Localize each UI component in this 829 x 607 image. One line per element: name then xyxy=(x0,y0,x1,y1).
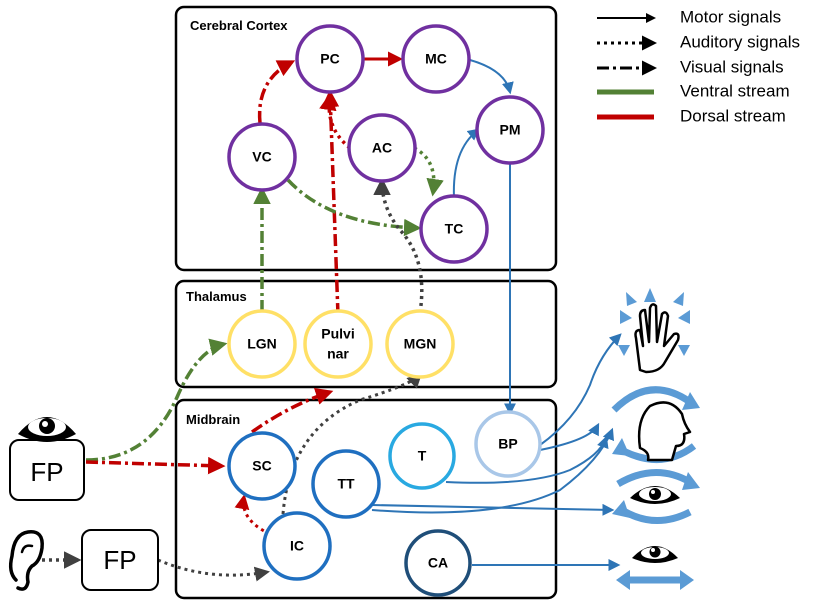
legend-motor-label: Motor signals xyxy=(680,7,781,26)
thalamus-label: Thalamus xyxy=(186,289,247,304)
tt-to-head-motor xyxy=(371,427,615,514)
head-rotation-icon xyxy=(611,386,700,463)
ear-icon xyxy=(8,530,44,591)
node-pc-label: PC xyxy=(320,51,339,67)
node-ic-label: IC xyxy=(290,538,304,554)
auditory-fp-box xyxy=(81,529,159,591)
hand-icon xyxy=(618,288,690,374)
ear-fp-to-ic-auditory xyxy=(157,558,270,582)
node-sc-label: SC xyxy=(252,458,271,474)
node-t-label: T xyxy=(418,448,427,464)
legend-ventral-label: Ventral stream xyxy=(680,81,790,100)
legend-motor: Motor signals xyxy=(597,7,781,26)
legend-dorsal-label: Dorsal stream xyxy=(680,106,786,125)
node-ca-label: CA xyxy=(428,555,448,571)
bp-to-hand-motor xyxy=(539,333,622,446)
node-tt-label: TT xyxy=(337,476,355,492)
legend-ventral: Ventral stream xyxy=(597,81,790,100)
node-sc: SC xyxy=(227,431,297,501)
node-vc: VC xyxy=(227,122,297,192)
midbrain-label: Midbrain xyxy=(186,412,240,427)
node-ac-label: AC xyxy=(372,140,392,156)
legend-auditory-label: Auditory signals xyxy=(680,32,800,51)
mc-to-pm-motor xyxy=(469,59,514,95)
node-vc-label: VC xyxy=(252,149,271,165)
node-pulvinar: Pulvi nar xyxy=(303,309,373,379)
eye-icon xyxy=(18,417,76,442)
legend-dorsal: Dorsal stream xyxy=(597,106,786,125)
node-ca: CA xyxy=(404,529,472,597)
eye-rotation-icon xyxy=(612,469,700,524)
node-mc-label: MC xyxy=(425,51,447,67)
tt-to-eye-motor xyxy=(371,503,615,516)
t-to-head-motor xyxy=(445,435,609,484)
node-bp-label: BP xyxy=(498,436,517,452)
eye-fp-to-lgn-ventral xyxy=(85,338,228,462)
node-pm-label: PM xyxy=(500,122,521,138)
node-tc: TC xyxy=(419,194,489,264)
pulvinar-to-pc-dorsal xyxy=(321,89,340,316)
node-ic: IC xyxy=(262,511,332,581)
visual-fp-label: FP xyxy=(30,457,63,487)
auditory-fp-label: FP xyxy=(103,545,136,575)
legend-auditory: Auditory signals xyxy=(597,32,800,51)
bp-to-head-motor xyxy=(539,422,600,451)
node-pulvinar-label-line2: nar xyxy=(327,346,349,362)
node-tc-label: TC xyxy=(445,221,464,237)
node-t: T xyxy=(388,422,456,490)
cerebral-cortex-label: Cerebral Cortex xyxy=(190,18,288,33)
eye-horizontal-icon xyxy=(616,546,694,590)
node-pulvinar-label-line1: Pulvi xyxy=(321,326,354,342)
node-pm: PM xyxy=(475,95,545,165)
tc-to-pm-motor xyxy=(452,128,480,199)
legend-visual-label: Visual signals xyxy=(680,57,784,76)
legend: Motor signals Auditory signals Visual si… xyxy=(597,7,800,125)
node-mgn: MGN xyxy=(385,309,455,379)
vc-to-pc-dorsal xyxy=(257,60,296,124)
legend-visual: Visual signals xyxy=(597,57,784,76)
ac-to-pc-dorsal xyxy=(319,92,352,150)
node-lgn: LGN xyxy=(227,309,297,379)
visual-input: FP xyxy=(9,417,85,501)
node-ac: AC xyxy=(347,113,417,183)
node-mc: MC xyxy=(401,24,471,94)
ic-to-mgn-auditory xyxy=(281,372,423,515)
node-mgn-label: MGN xyxy=(404,336,437,352)
node-tt: TT xyxy=(311,449,381,519)
sc-to-pulvinar-dorsal xyxy=(250,388,334,434)
node-pc: PC xyxy=(295,24,365,94)
node-lgn-label: LGN xyxy=(247,336,277,352)
node-bp: BP xyxy=(474,410,542,478)
auditory-input: FP xyxy=(8,529,159,591)
